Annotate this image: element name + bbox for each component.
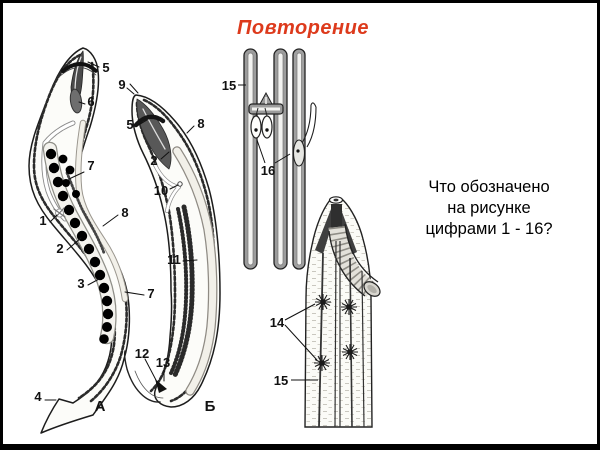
worm-a-intestine (74, 119, 129, 303)
callout-a-8: 8 (121, 205, 128, 220)
fragment-pharynx-tube (328, 223, 381, 298)
panel-a-letter: А (95, 398, 106, 415)
worm-b-intestine (172, 146, 218, 396)
worm-b-testis (169, 204, 195, 378)
callout-a-3: 3 (77, 276, 84, 291)
worm-a-uterus-eggs (42, 141, 117, 345)
excretory-canals-figure: 15 16 (222, 48, 317, 270)
callout-a-2: 2 (56, 241, 63, 256)
excretory-tube-pair (243, 48, 288, 270)
callout-ex-16: 16 (261, 163, 275, 178)
fragment-leader-lines (284, 303, 318, 381)
fragment-apex (315, 196, 357, 256)
canal-cell (292, 139, 306, 167)
callout-b-13: 13 (156, 355, 170, 370)
body-wall-fragment-figure: 14 15 (270, 196, 381, 428)
worm-b-esophagus-junction (153, 163, 183, 213)
callout-b-11: 11 (167, 252, 181, 267)
worm-b-body (131, 94, 221, 408)
excretory-leader-lines (238, 84, 291, 164)
callout-b-5: 5 (126, 117, 133, 132)
panel-b-letter: Б (205, 398, 216, 415)
callout-a-1: 1 (39, 213, 46, 228)
worm-b-pharynx (133, 98, 172, 170)
callout-b-9: 9 (118, 77, 125, 92)
worm-b-tail-hook (123, 350, 164, 403)
callout-a-7-lower: 7 (147, 286, 154, 301)
worm-a-pharynx (61, 50, 98, 114)
callout-fr-14: 14 (270, 315, 285, 330)
callout-a-5: 5 (102, 60, 109, 75)
worm-a-esophagus-bulb (69, 88, 83, 114)
worm-a-leader-lines (44, 61, 145, 401)
anatomy-diagram: 5 6 7 8 1 2 3 7 4 А (28, 47, 381, 434)
question-line-3: цифрами 1 - 16? (425, 220, 553, 239)
callout-fr-15: 15 (274, 373, 288, 388)
slide-title: Повторение (237, 17, 369, 39)
worm-b-figure: 9 5 8 2 10 11 12 13 Б (118, 77, 221, 415)
callout-a-4: 4 (34, 389, 42, 404)
fragment-nerve-cords (318, 240, 365, 428)
callout-a-7-upper: 7 (87, 158, 94, 173)
canal-branch (301, 102, 317, 148)
callout-ex-15: 15 (222, 78, 236, 93)
worm-b-nerve-ring (133, 114, 166, 128)
callout-b-2: 2 (150, 153, 157, 168)
excretory-tube-single (292, 48, 317, 270)
worm-b-spicule (155, 379, 167, 393)
question-line-1: Что обозначено (428, 178, 550, 196)
question-line-2: на рисунке (447, 199, 531, 218)
callout-a-6: 6 (87, 94, 94, 109)
callout-b-10: 10 (154, 183, 168, 198)
worm-a-ovary (65, 171, 106, 255)
callout-b-12: 12 (135, 346, 149, 361)
worm-b-leader-lines (126, 83, 198, 383)
worm-a-nerve-ring (61, 62, 98, 73)
worm-a-figure: 5 6 7 8 1 2 3 7 4 А (28, 47, 155, 434)
question-text: Что обозначено на рисунке цифрами 1 - 16… (405, 177, 573, 240)
worm-a-muscle-band-left (32, 53, 117, 400)
callout-b-8: 8 (197, 116, 204, 131)
excretory-cells (250, 107, 273, 139)
